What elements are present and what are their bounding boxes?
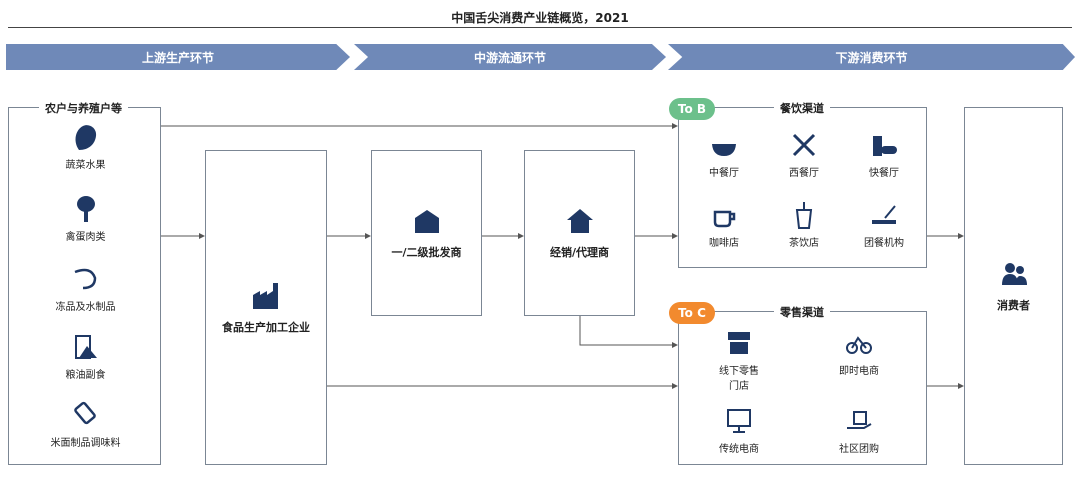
item-group-catering: 团餐机构 — [859, 200, 909, 249]
salt-shaker-icon — [73, 401, 96, 425]
item-meat-eggs: 禽蛋肉类 — [9, 194, 162, 243]
grain-icon — [74, 335, 97, 359]
consumer-box: 消费者 — [964, 107, 1063, 465]
item-condiments: 米面制品调味料 — [9, 400, 162, 449]
hand-bag-icon — [847, 411, 872, 429]
wholesaler-box: 一/二级批发商 — [371, 150, 482, 316]
fast-food-icon — [873, 136, 897, 156]
to-b-badge: To B — [669, 98, 715, 120]
ham-icon — [76, 196, 95, 222]
item-seafood: 冻品及水制品 — [9, 264, 162, 313]
dish-icon — [872, 205, 896, 224]
shrimp-icon — [74, 268, 96, 290]
computer-cart-icon — [727, 409, 751, 433]
house-person-icon — [566, 209, 593, 233]
item-chinese-restaurant: 中餐厅 — [699, 130, 749, 179]
item-western-restaurant: 西餐厅 — [779, 130, 829, 179]
item-vegetables: 蔬菜水果 — [9, 122, 162, 171]
bubble-tea-icon — [795, 202, 813, 229]
to-c-badge: To C — [669, 302, 715, 324]
upstream-box: 农户与养殖户等 蔬菜水果 禽蛋肉类 冻品及水制品 粮油副食 米面制品调味料 — [8, 100, 162, 465]
bicycle-icon — [846, 336, 872, 354]
vegetable-icon — [75, 125, 96, 150]
item-coffee-shop: 咖啡店 — [699, 200, 749, 249]
item-traditional-ecommerce: 传统电商 — [709, 406, 769, 455]
item-grain-oil: 粮油副食 — [9, 332, 162, 381]
knife-fork-icon — [792, 133, 816, 157]
title-divider — [8, 27, 1072, 28]
people-icon — [1001, 263, 1027, 285]
catering-channel-box: 餐饮渠道 To B 中餐厅 西餐厅 快餐厅 咖啡店 茶饮店 团餐机构 — [669, 98, 927, 268]
warehouse-icon — [414, 210, 439, 233]
rice-bowl-icon — [712, 144, 736, 156]
page-title: 中国舌尖消费产业链概览，2021 — [451, 11, 629, 25]
agent-box: 经销/代理商 — [524, 150, 635, 316]
item-offline-store: 线下零售门店 — [709, 328, 769, 392]
stage-downstream: 下游消费环节 — [668, 44, 1075, 70]
item-tea-shop: 茶饮店 — [779, 200, 829, 249]
item-instant-ecommerce: 即时电商 — [829, 328, 889, 377]
processor-box: 食品生产加工企业 — [205, 150, 327, 465]
stage-upstream: 上游生产环节 — [6, 44, 350, 70]
upstream-header: 农户与养殖户等 — [39, 100, 128, 116]
stage-midstream: 中游流通环节 — [354, 44, 666, 70]
catering-header: 餐饮渠道 — [774, 100, 830, 116]
item-fast-food: 快餐厅 — [859, 130, 909, 179]
retail-channel-box: 零售渠道 To C 线下零售门店 即时电商 传统电商 社区团购 — [669, 302, 927, 465]
retail-header: 零售渠道 — [774, 304, 830, 320]
item-community-group-buy: 社区团购 — [829, 406, 889, 455]
storefront-icon — [728, 332, 750, 354]
coffee-cup-icon — [713, 210, 736, 228]
factory-icon — [253, 282, 278, 309]
